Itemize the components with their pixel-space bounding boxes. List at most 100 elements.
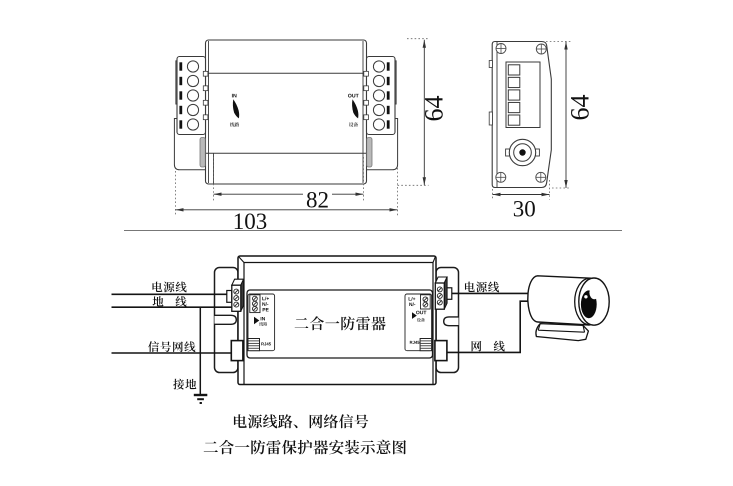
cjk-glyph [417,340,420,344]
cjk-glyph [352,93,356,98]
cjk-glyph [262,316,265,321]
cjk-glyph [262,308,266,312]
label-earth [173,378,197,390]
label-power-left [152,281,187,293]
dimension-arrow [564,180,568,188]
cjk-glyph [412,340,415,344]
rj45-port-outline [419,338,433,352]
cjk-glyph [409,340,413,344]
side-terminal-square [507,64,521,76]
dimension-arrow [422,177,426,186]
screw-slot-line [234,302,239,307]
front-left-terminal-circle [186,103,200,117]
cjk-glyph [268,342,271,346]
front-left-terminal-slot [179,76,183,86]
screw-icon [495,171,507,183]
front-right-terminal-slot [386,91,390,100]
cjk-glyph [251,439,266,455]
panel-right-group [404,293,433,352]
side-dim-64: 64 [546,41,595,189]
cjk-glyph [344,439,360,455]
terminal-screw-icon [233,295,240,302]
cjk-glyph [263,322,268,326]
cjk-glyph [262,414,278,429]
panel-right-rj45-port-icon [419,338,433,352]
panel-left-group [247,293,276,352]
cjk-glyph [313,440,329,455]
screw-slot-line [253,306,257,311]
cjk-glyph [261,342,264,346]
cjk-glyph [411,296,413,301]
cjk-glyph [412,302,414,307]
cjk-glyph [152,296,164,307]
front-right-terminal-circle [372,74,386,88]
earth-ground-symbol [193,393,208,404]
cjk-glyph [294,317,309,329]
front-left-terminal-circle [186,89,200,102]
side-terminal-square [507,101,521,114]
panel-device-label [416,317,425,322]
cjk-glyph [325,321,340,324]
front-view: 82 103 64 [173,38,449,234]
cjk-glyph [353,122,359,127]
front-left-terminal-slot [179,62,183,71]
caption-line2 [203,439,406,455]
screw-icon [535,43,547,55]
front-right-terminal-circle [372,60,386,73]
wire-net [446,300,531,354]
terminal-screw-icon [252,305,258,312]
cjk-glyph [414,304,416,306]
panel-right-n-label [409,302,416,307]
cjk-glyph [420,310,424,315]
camera-lens-glint [584,295,588,299]
front-out-arrow-icon [352,99,359,119]
front-right-terminal-slot [386,76,390,86]
panel-left-n-label [262,302,269,306]
install-right-mount-tongue [442,316,459,327]
panel-in-arrow-icon [254,316,260,325]
cjk-glyph [493,340,505,352]
terminal-screw-icon [233,301,240,308]
cjk-glyph [348,93,352,98]
cjk-glyph [414,340,418,344]
cjk-glyph [278,414,293,429]
cjk-glyph [235,444,250,447]
side-tab-bottom [488,111,493,126]
side-terminal-square [507,114,521,126]
cjk-glyph [266,342,269,346]
front-dim-64: 64 [397,38,449,186]
dimension-arrow [389,208,398,212]
connector-lug [226,289,233,303]
label-net [471,340,505,352]
install-left-rj45-port [230,339,244,362]
front-in-label [231,93,237,98]
panel-out-label [416,310,427,315]
cjk-glyph [416,310,420,315]
cjk-glyph [231,93,233,98]
terminal-screw-icon [436,286,443,293]
front-left-slot [199,137,206,168]
camera-illustration [527,275,610,342]
cjk-glyph [247,414,262,429]
front-left-terminal-circle [186,74,200,88]
install-right-power-connector [434,276,453,310]
front-right-terminal-circle [372,89,386,102]
cjk-glyph [309,414,323,429]
cjk-glyph [329,439,344,455]
front-right-slot [366,137,373,168]
cjk-glyph [259,322,264,326]
panel-left-group-box [247,293,276,352]
front-right-terminal-slot [386,62,390,71]
cjk-glyph [264,342,267,346]
front-left-terminal-nub [202,70,209,77]
cjk-glyph [341,316,355,331]
cjk-glyph [323,414,339,429]
cjk-glyph [297,439,313,455]
screw-slot-line [423,302,428,307]
cjk-glyph [488,281,500,293]
terminal-screw-icon [252,295,258,302]
cjk-glyph [175,281,187,293]
device-title-label [294,316,386,331]
panel-right-rj45-label [409,340,420,344]
